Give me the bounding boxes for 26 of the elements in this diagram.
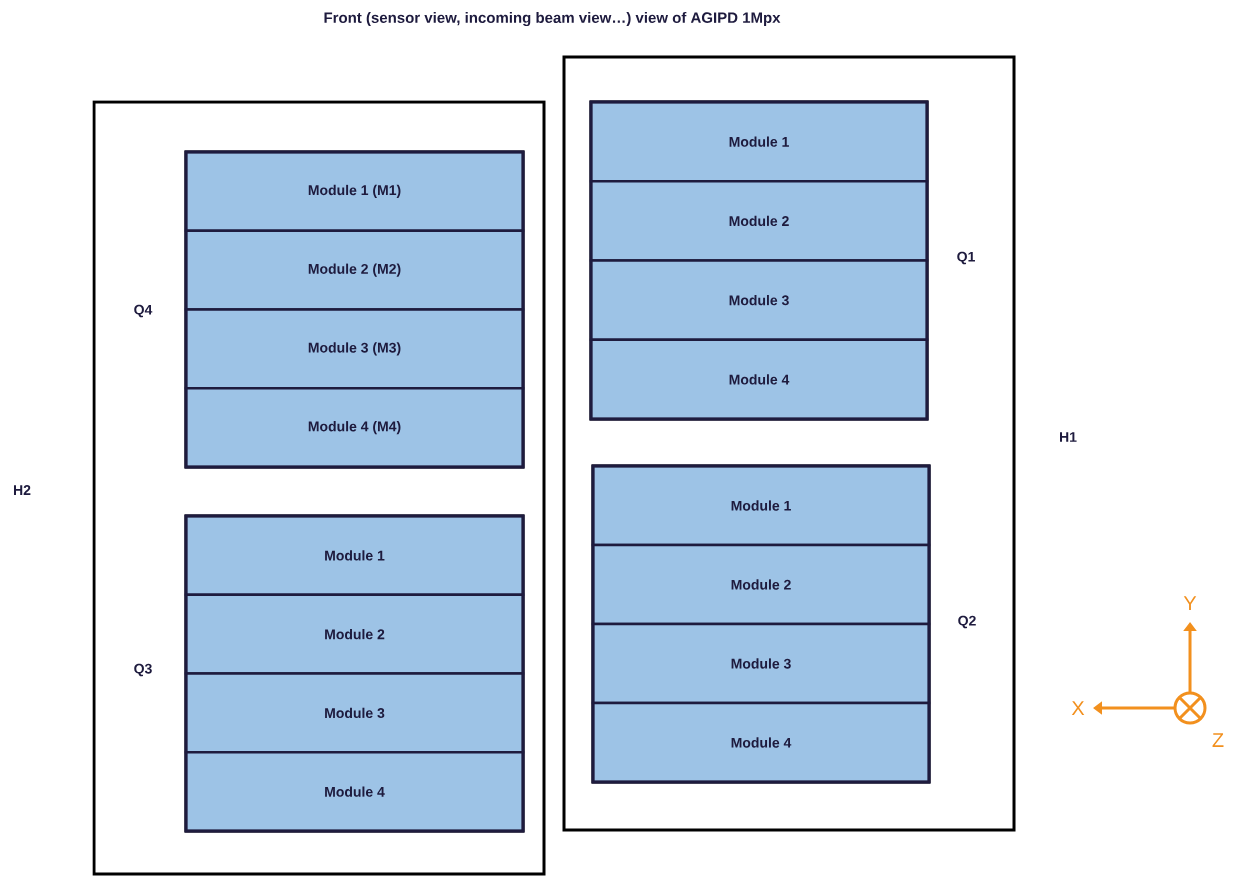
module-box: Module 2 (591, 543, 931, 626)
node-label: H2 (13, 485, 31, 495)
module-box: Module 1 (184, 514, 525, 596)
axis-label: Y (1183, 596, 1197, 610)
axis-label: Z (1212, 733, 1224, 747)
module-box: Module 4 (591, 701, 931, 784)
module-box: Module 4 (184, 751, 525, 833)
module-box: Module 1 (M1) (184, 150, 525, 232)
node-label: H1 (1060, 432, 1077, 442)
module-box: Module 3 (589, 259, 929, 341)
module-box: Module 1 (591, 464, 931, 547)
title: Front (sensor view, incoming beam view…) view of AGIPD 1Mpx (324, 12, 781, 27)
node-label: Q2 (958, 615, 976, 629)
node-label: Q4 (134, 304, 153, 318)
module-box: Module 2 (184, 593, 525, 675)
module-box: Module 3 (184, 672, 525, 754)
node-label: Q1 (957, 251, 975, 265)
axis-label: X (1071, 701, 1085, 715)
module-box: Module 4 (M4) (184, 387, 525, 469)
module-box: Module 3 (591, 622, 931, 705)
module-box: Module 4 (589, 338, 929, 421)
module-box: Module 1 (589, 100, 929, 183)
module-box: Module 3 (M3) (184, 308, 525, 390)
module-box: Module 2 (589, 180, 929, 262)
node-label: Q3 (134, 663, 152, 677)
module-box: Module 2 (M2) (184, 229, 525, 311)
